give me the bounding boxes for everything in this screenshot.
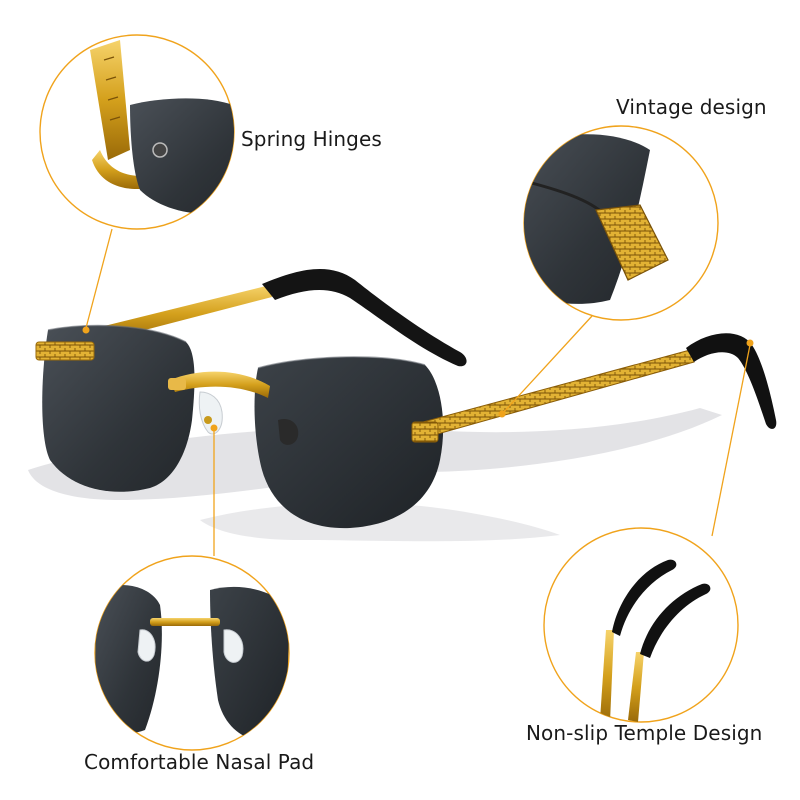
callout-label-spring-hinges: Spring Hinges [241, 127, 382, 151]
left-end-piece [35, 341, 95, 361]
left-lens [42, 324, 195, 492]
bridge [168, 371, 299, 445]
near-temple-arm [411, 333, 777, 443]
leader-line-temple-design [711, 339, 754, 537]
callout-label-nasal-pad: Comfortable Nasal Pad [84, 750, 315, 774]
leader-line-vintage-design [498, 315, 593, 418]
callout-ring-nasal-pad [94, 555, 290, 751]
callout-label-temple-design: Non-slip Temple Design [526, 721, 763, 745]
leader-line-spring-hinges [82, 228, 113, 334]
right-lens [254, 356, 444, 529]
callout-ring-vintage-design [523, 125, 719, 321]
callout-ring-spring-hinges [39, 34, 235, 230]
leader-line-nasal-pad [210, 424, 218, 556]
callout-label-vintage-design: Vintage design [616, 95, 767, 119]
callout-ring-temple-design [543, 527, 739, 723]
